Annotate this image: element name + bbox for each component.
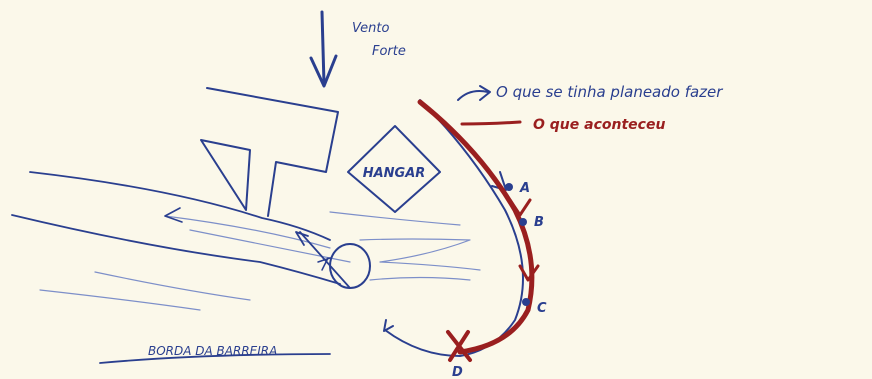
point-b-label: B	[534, 215, 544, 230]
point-a-label: A	[519, 181, 530, 196]
planned-path	[383, 85, 524, 357]
point-b: B	[519, 215, 544, 230]
hangar-building: HANGAR	[347, 125, 441, 213]
wind-arrow	[309, 10, 338, 88]
runway-lines	[11, 171, 341, 311]
crash-x-mark	[446, 330, 472, 362]
point-c-label: C	[537, 301, 547, 316]
wind-label-line2: Forte	[372, 44, 406, 59]
point-c: C	[522, 298, 547, 316]
wind-label-line1: Vento	[352, 21, 389, 36]
actual-path	[417, 99, 540, 355]
building-outline	[200, 87, 339, 217]
aircraft-position-circle	[295, 231, 371, 289]
barrier-edge-label: BORDA DA BARREIRA	[148, 344, 277, 358]
planned-path-label: O que se tinha planeado fazer	[496, 83, 723, 101]
point-d-label: D	[452, 365, 463, 379]
motion-lines	[164, 207, 481, 281]
actual-path-label: O que aconteceu	[533, 117, 665, 133]
barrier-edge: BORDA DA BARREIRA	[99, 344, 331, 364]
point-a: A	[505, 181, 530, 196]
hangar-label: HANGAR	[363, 166, 426, 181]
